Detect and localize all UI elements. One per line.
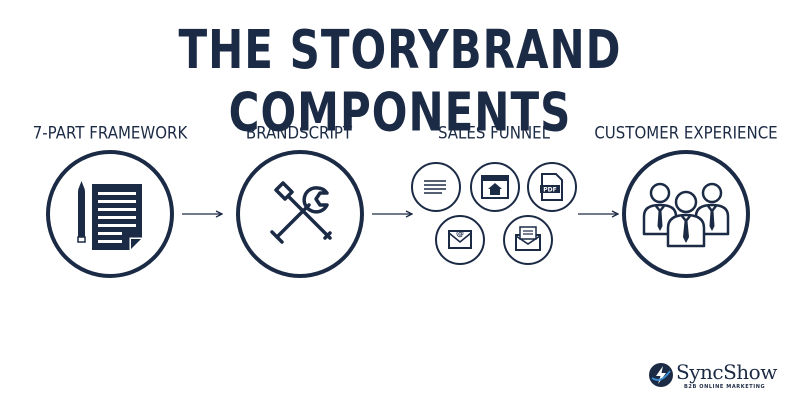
pdf-document-icon: PDF [527, 162, 577, 212]
page-title: THE STORYBRAND COMPONENTS [178, 18, 622, 144]
stage-label-brandscript: BRANDSCRIPT [245, 123, 353, 143]
document-icon [92, 184, 142, 250]
pdf-label: PDF [543, 187, 556, 194]
pencil-icon [77, 181, 86, 243]
syncshow-logo-mark-icon [649, 363, 673, 387]
logo-tagline: B2B ONLINE MARKETING [684, 384, 766, 390]
brandscript-node [236, 150, 364, 278]
customer-experience-node [622, 150, 750, 278]
stage-label-framework: 7-PART FRAMEWORK [32, 123, 188, 143]
stage-label-customer-experience: CUSTOMER EXPERIENCE [594, 123, 778, 143]
email-at-icon: @ [435, 215, 485, 265]
envelope-letter-icon [503, 215, 553, 265]
logo-name: SyncShow [676, 360, 777, 384]
wrench-screwdriver-icon [270, 181, 332, 244]
at-symbol: @ [456, 229, 464, 238]
syncshow-logo: SyncShow B2B ONLINE MARKETING [648, 360, 788, 392]
webpage-home-icon [470, 162, 520, 212]
sales-funnel-cluster: PDF @ [411, 162, 577, 265]
framework-node [46, 150, 174, 278]
stage-label-sales-funnel: SALES FUNNEL [437, 123, 551, 143]
people-group-icon [642, 182, 730, 248]
text-lines-icon [411, 162, 461, 212]
